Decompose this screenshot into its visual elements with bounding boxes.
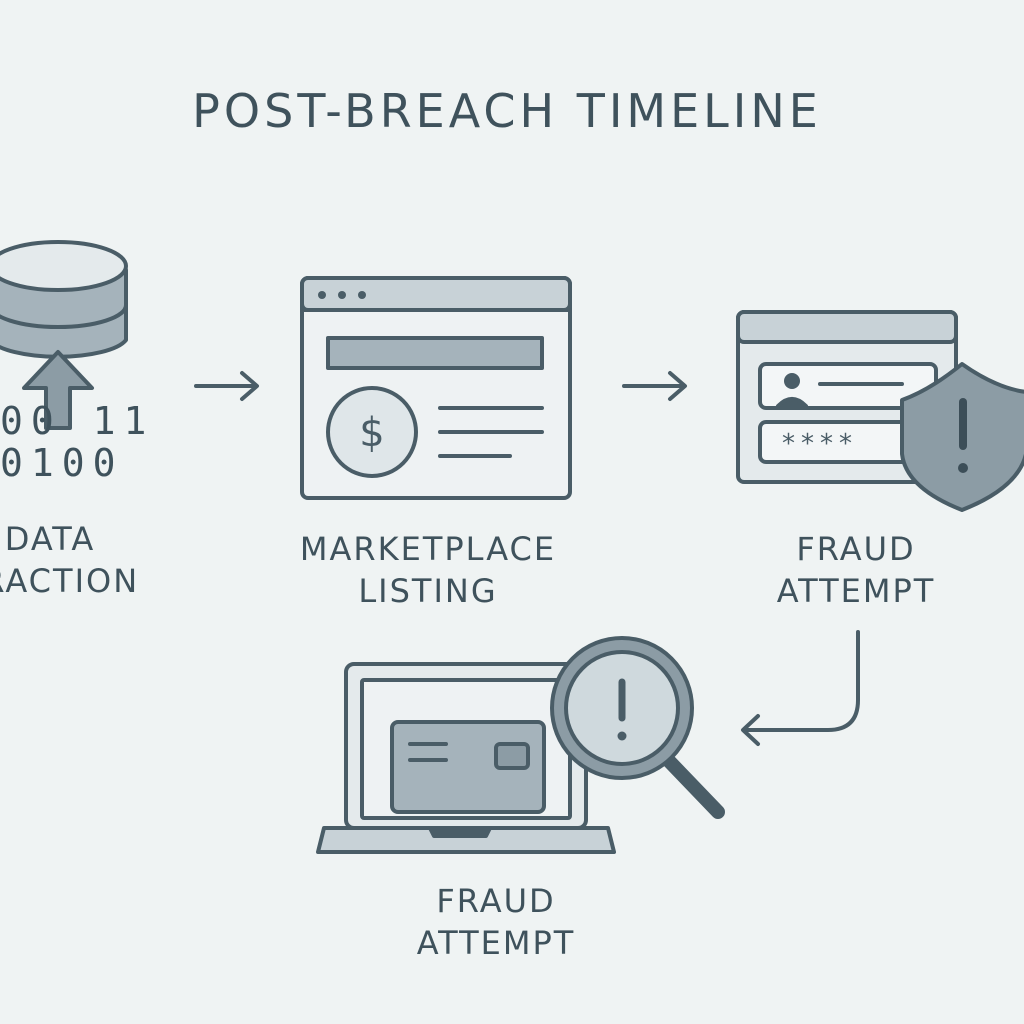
step-3-line-2: ATTEMPT <box>776 572 936 610</box>
upload-arrow-icon <box>22 350 94 430</box>
step-label-data-extraction: DATA TRACTION <box>0 518 150 602</box>
dollar-coin-icon: $ <box>326 386 418 478</box>
step-4-line-2: ATTEMPT <box>416 924 576 962</box>
step-4-line-1: FRAUD <box>436 882 556 920</box>
user-icon <box>776 373 808 408</box>
dollar-sign: $ <box>359 410 384 456</box>
step-2-line-1: MARKETPLACE <box>299 530 557 568</box>
step-2-line-2: LISTING <box>358 572 498 610</box>
binary-row-2: 0100 <box>0 441 124 485</box>
binary-row-1: 00 11 <box>0 399 154 443</box>
step-1-line-2: TRACTION <box>0 562 140 600</box>
step-1-line-1: DATA <box>4 520 96 558</box>
shield-alert-icon <box>900 362 1024 512</box>
arrow-right-1 <box>194 371 259 401</box>
credit-card-icon <box>390 720 546 814</box>
password-mask: **** <box>782 429 858 459</box>
arrow-right-2 <box>622 371 687 401</box>
page-title: POST-BREACH TIMELINE <box>192 84 822 138</box>
magnifier-alert-icon <box>550 636 725 819</box>
step-label-fraud-attempt: FRAUD ATTEMPT <box>752 528 960 612</box>
step-3-line-1: FRAUD <box>796 530 916 568</box>
step-label-fraud-attempt-2: FRAUD ATTEMPT <box>392 880 600 964</box>
arrow-connector <box>741 630 860 746</box>
step-label-marketplace-listing: MARKETPLACE LISTING <box>288 528 568 612</box>
database-icon <box>0 240 128 359</box>
